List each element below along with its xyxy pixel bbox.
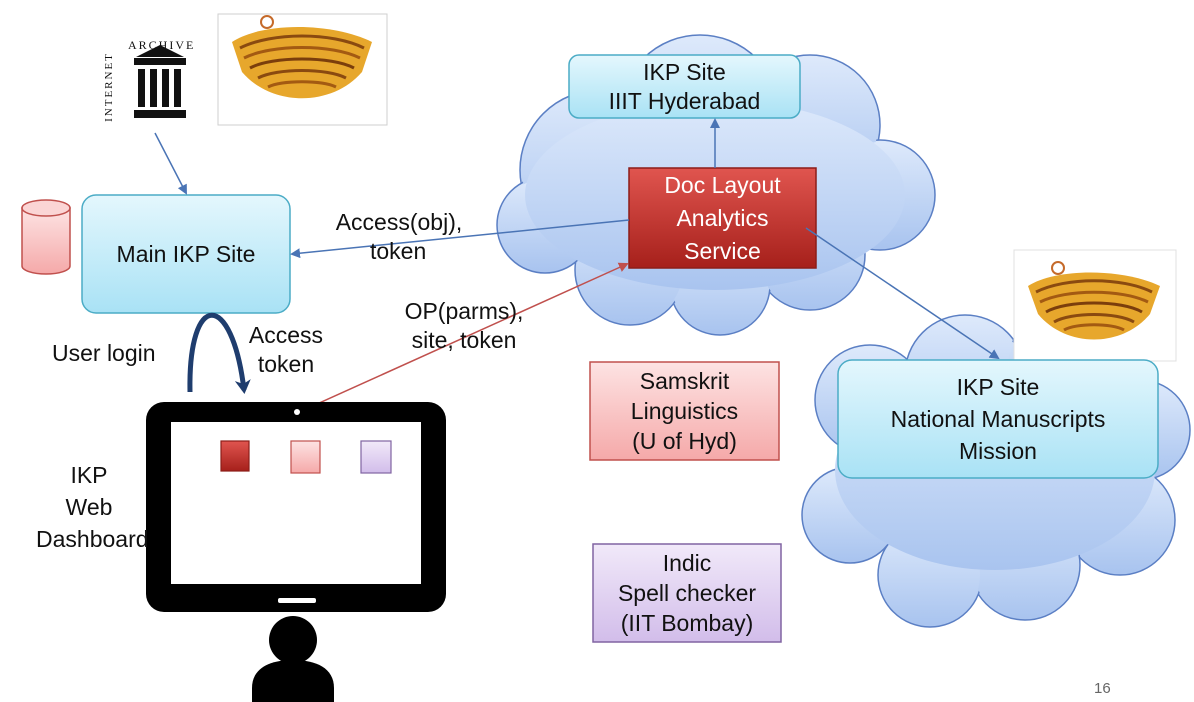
access-token-line-1: Access xyxy=(248,322,324,348)
nmm-site-line-2: National Manuscripts xyxy=(890,406,1106,432)
main-ikp-site-label: Main IKP Site xyxy=(116,241,256,267)
iiit-site-box xyxy=(568,54,801,119)
indic-line-1: Indic xyxy=(662,550,712,576)
dashboard-line-2: Web xyxy=(65,494,113,520)
doc-service-label: Doc Layout Analytics Service xyxy=(629,168,816,268)
access-token-label: Access token xyxy=(238,321,334,379)
op-parms-line-1: OP(parms), xyxy=(404,298,524,324)
database-icon xyxy=(21,199,71,275)
palm-leaf-manuscript-image-right xyxy=(1013,249,1177,362)
doc-service-line-2: Analytics xyxy=(676,204,769,231)
doc-service-line-3: Service xyxy=(684,237,761,264)
iiit-site-line-1: IKP Site xyxy=(643,58,726,85)
arrow-service-to-main xyxy=(290,219,630,259)
archive-logo-text: ARCHIVE xyxy=(128,38,196,52)
access-obj-line-2: token xyxy=(370,238,427,264)
access-obj-line-1: Access(obj), xyxy=(335,209,463,235)
user-login-label: User login xyxy=(52,340,156,366)
indic-label: Indic Spell checker (IIT Bombay) xyxy=(593,544,781,642)
dashboard-widget-purple[interactable] xyxy=(360,440,392,474)
dashboard-label: IKP Web Dashboard xyxy=(36,459,149,555)
indic-line-2: Spell checker xyxy=(617,580,757,606)
dashboard-widget-pink[interactable] xyxy=(290,440,321,474)
indic-line-3: (IIT Bombay) xyxy=(620,610,754,636)
dashboard-widget-red[interactable] xyxy=(220,440,250,472)
access-obj-label: Access(obj), token xyxy=(326,208,472,266)
iiit-site-label: IKP Site IIIT Hyderabad xyxy=(569,55,800,118)
doc-service-line-1: Doc Layout xyxy=(664,171,781,198)
samskrit-line-1: Samskrit xyxy=(639,368,730,394)
arrow-archive-to-main xyxy=(154,132,187,195)
samskrit-box xyxy=(589,361,780,461)
internet-archive-icon xyxy=(134,45,186,118)
nmm-site-line-3: Mission xyxy=(959,438,1037,464)
page-number: 16 xyxy=(1094,680,1111,697)
user-icon xyxy=(252,616,334,702)
samskrit-label: Samskrit Linguistics (U of Hyd) xyxy=(590,362,779,460)
access-token-line-2: token xyxy=(257,351,315,377)
op-parms-line-2: site, token xyxy=(411,327,517,353)
main-ikp-site-box xyxy=(81,194,291,314)
internet-logo-text: INTERNET xyxy=(102,52,115,122)
op-parms-label: OP(parms), site, token xyxy=(384,297,544,355)
nmm-site-box xyxy=(837,359,1159,479)
samskrit-line-2: Linguistics xyxy=(630,398,739,424)
arrow-service-to-nmm xyxy=(805,227,1000,360)
dashboard-line-1: IKP xyxy=(70,462,108,488)
palm-leaf-manuscript-image-top xyxy=(217,13,388,126)
nmm-site-line-1: IKP Site xyxy=(956,374,1040,400)
indic-box xyxy=(592,543,782,643)
iiit-site-line-2: IIIT Hyderabad xyxy=(608,87,761,114)
doc-layout-service-box xyxy=(628,167,817,269)
nmm-site-label: IKP Site National Manuscripts Mission xyxy=(838,360,1158,478)
arrow-user-login-access-token xyxy=(187,312,251,394)
web-dashboard-device xyxy=(146,402,446,612)
dashboard-line-3: Dashboard xyxy=(36,526,149,552)
samskrit-line-3: (U of Hyd) xyxy=(632,428,737,454)
